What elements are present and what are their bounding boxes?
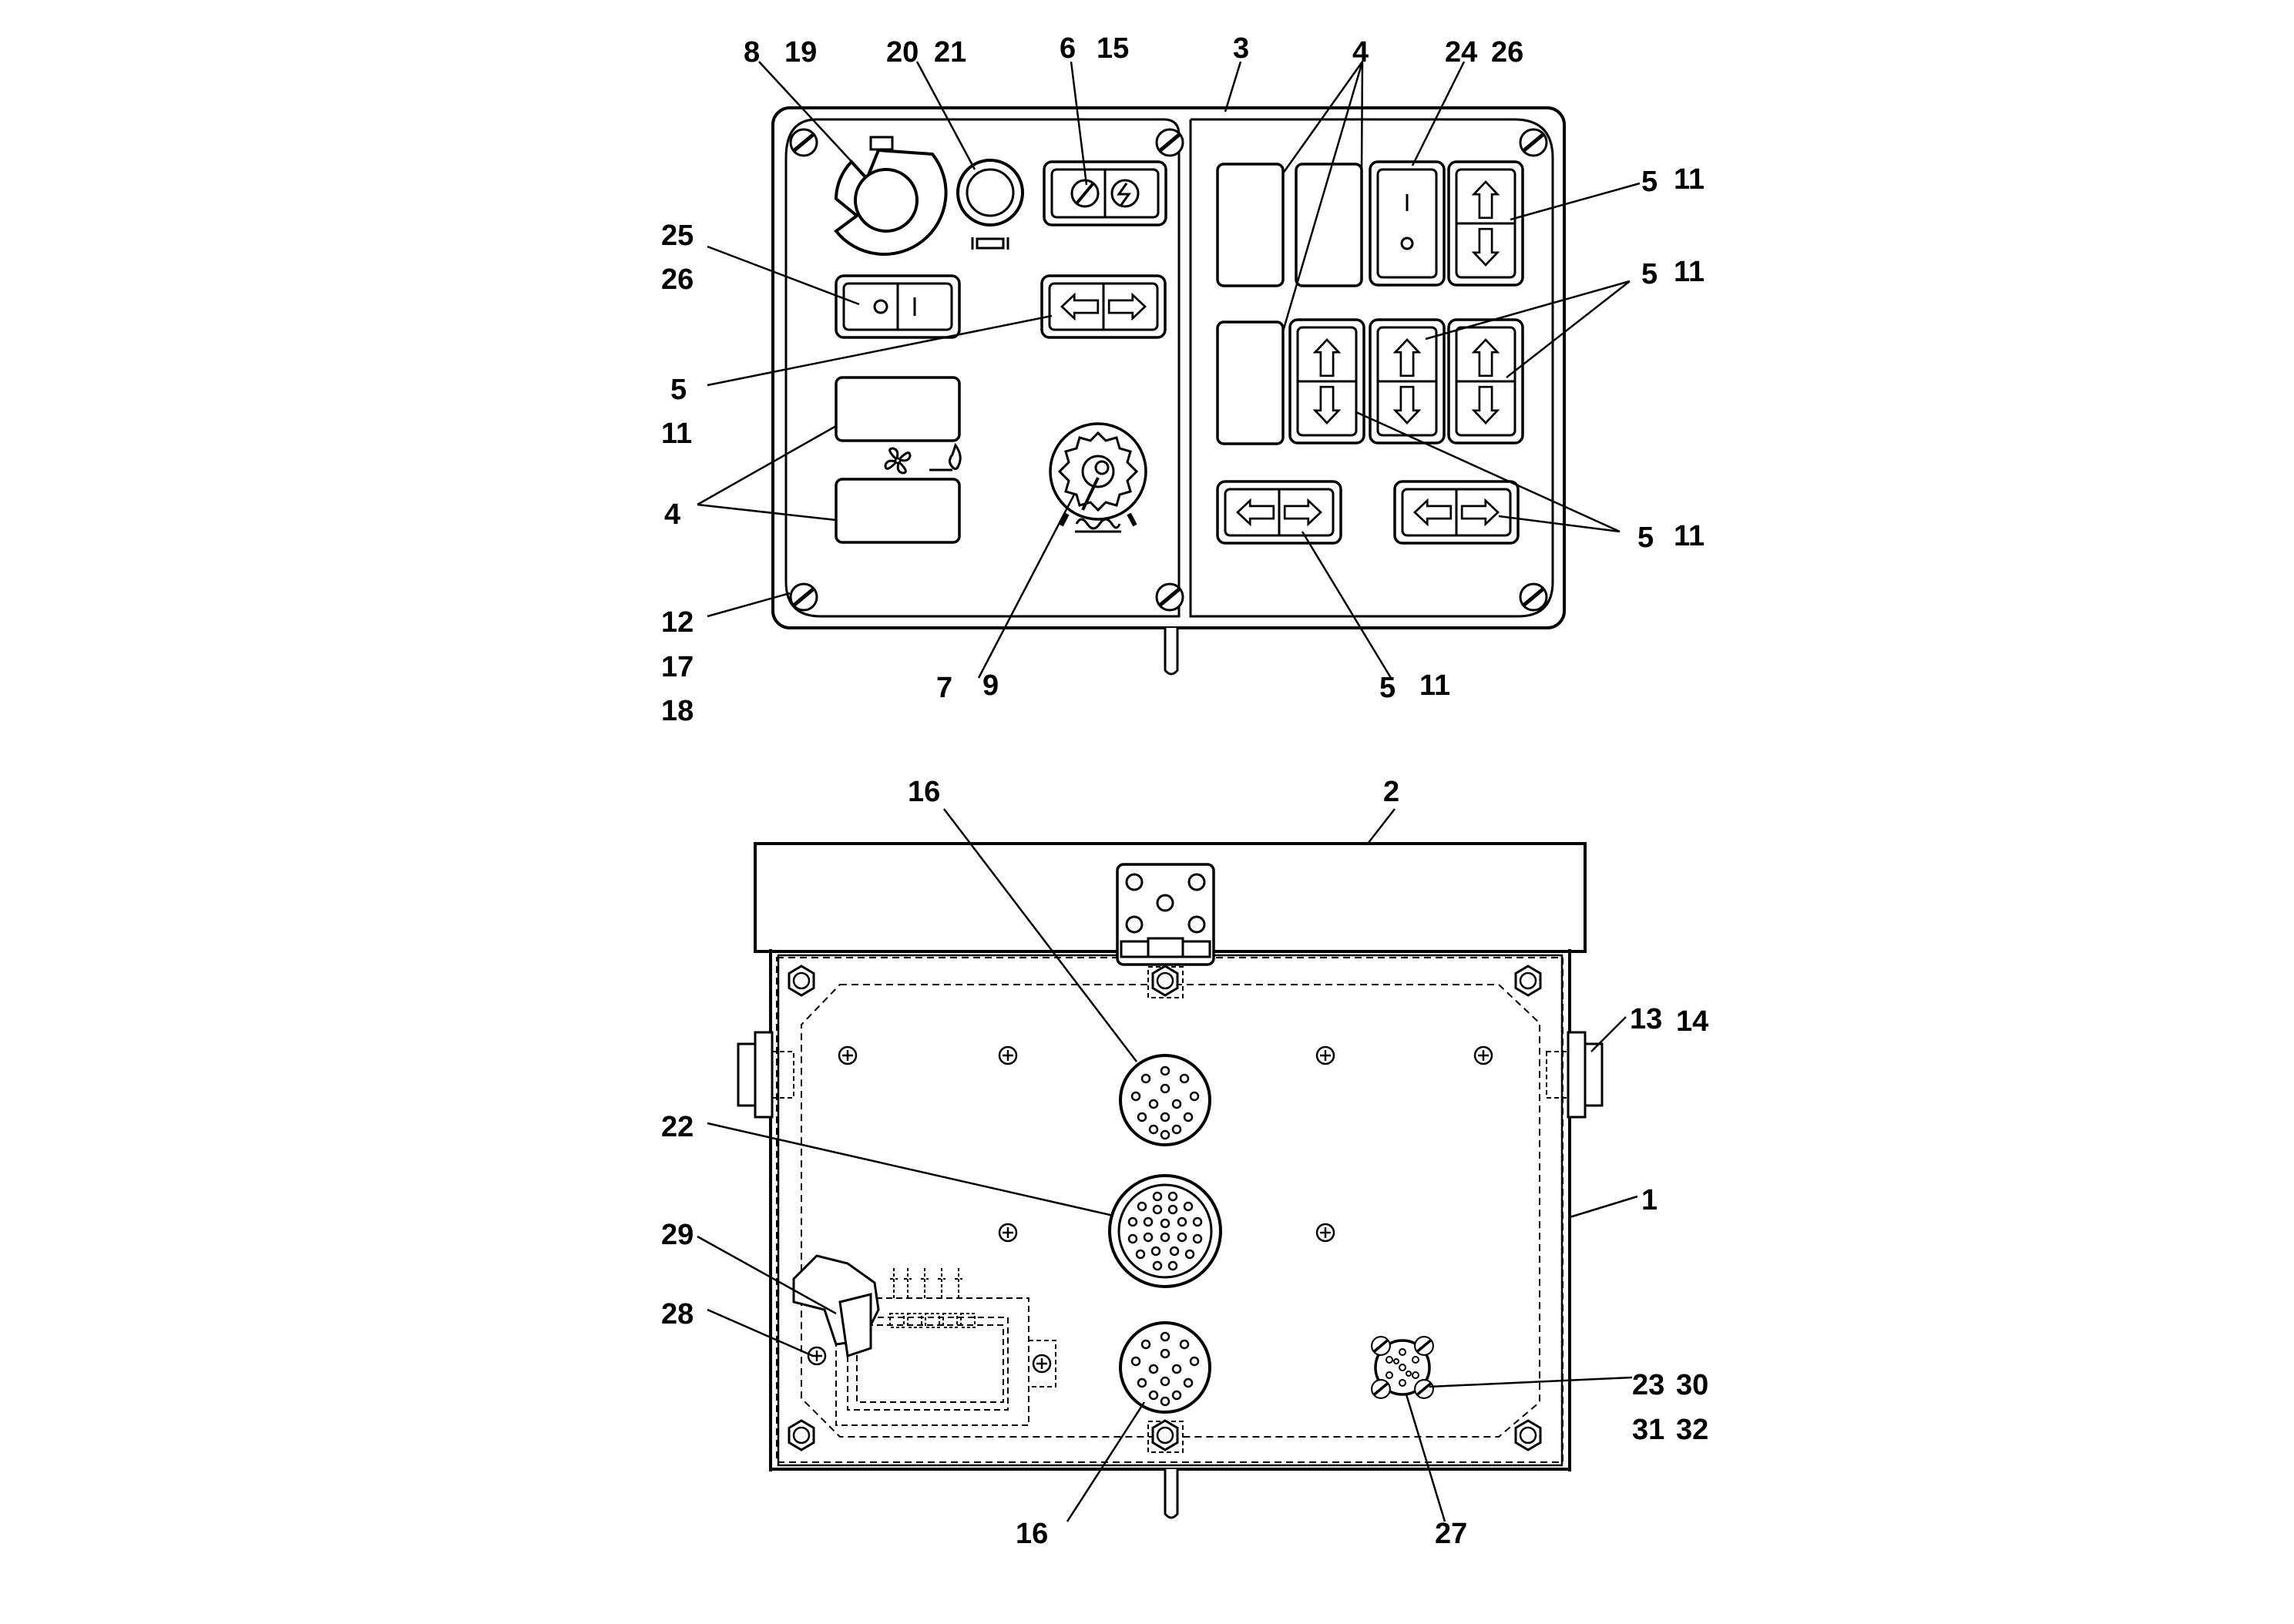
updown-switch-4 — [1447, 318, 1524, 445]
connector-27 — [1370, 1335, 1435, 1400]
leftright-switch-1 — [1040, 274, 1167, 339]
callout: 18 — [661, 695, 694, 727]
callout: 11 — [1674, 520, 1705, 552]
panel-screw — [791, 584, 817, 610]
updown-switch-1 — [1447, 160, 1524, 287]
callout: 4 — [1352, 36, 1369, 69]
leader-lines-back — [697, 808, 1638, 1522]
panel-screw — [791, 129, 817, 156]
callout: 4 — [664, 498, 680, 531]
callout: 22 — [661, 1111, 694, 1143]
heat-wave-icon — [1075, 518, 1121, 530]
callout: 14 — [1676, 1005, 1708, 1038]
callout: 5 — [1641, 258, 1658, 290]
blank-plate — [835, 376, 961, 442]
connector-16-bottom — [1119, 1321, 1211, 1414]
on-off-switch-vertical — [1369, 160, 1446, 287]
flame-icon — [929, 442, 962, 471]
callout: 17 — [661, 651, 694, 683]
light-switch — [1043, 160, 1167, 226]
callout: 6 — [1060, 32, 1076, 65]
connector-22 — [1108, 1174, 1222, 1288]
callout: 1 — [1641, 1184, 1658, 1216]
callout: 23 — [1632, 1369, 1664, 1401]
callout: 15 — [1097, 32, 1129, 65]
blank-plate — [1216, 320, 1285, 445]
callout: 27 — [1435, 1518, 1467, 1550]
fan-icon — [884, 447, 912, 475]
rotary-switch — [1049, 422, 1147, 533]
blank-plate — [1295, 163, 1363, 287]
callout: 26 — [1491, 36, 1523, 69]
callout: 16 — [908, 776, 940, 808]
callout: 26 — [661, 263, 694, 296]
callout: 8 — [744, 36, 760, 69]
lightning-icon — [1110, 179, 1140, 208]
callout: 16 — [1016, 1518, 1048, 1550]
horn-icon — [971, 237, 1009, 250]
callout: 11 — [1674, 163, 1705, 196]
callout: 11 — [1674, 256, 1705, 288]
blank-plate — [835, 478, 961, 544]
callout-labels: 8 19 20 21 6 15 3 4 24 26 5 11 5 11 25 2… — [661, 32, 1708, 1550]
callout: 5 — [670, 374, 687, 406]
callout: 29 — [661, 1219, 694, 1251]
callout: 3 — [1233, 32, 1249, 65]
callout: 31 — [1632, 1414, 1664, 1446]
callout: 11 — [661, 418, 692, 450]
leader-lines-front — [697, 61, 1641, 679]
leftright-switch-2 — [1216, 480, 1342, 545]
callout: 20 — [886, 36, 919, 69]
panel-screw — [1520, 584, 1547, 610]
callout: 9 — [982, 669, 999, 702]
connector-16-top — [1119, 1054, 1211, 1146]
hex-nut — [1151, 1419, 1179, 1451]
callout: 19 — [784, 36, 817, 69]
front-panel — [697, 61, 1641, 679]
panel-screw — [1520, 129, 1547, 156]
hex-nut — [788, 965, 815, 997]
callout: 24 — [1445, 36, 1477, 69]
horn-button — [956, 159, 1024, 250]
callout: 28 — [661, 1298, 694, 1330]
callout: 5 — [1637, 522, 1654, 554]
ignition-lock — [834, 136, 948, 257]
updown-switch-2 — [1288, 318, 1365, 445]
updown-switch-3 — [1369, 318, 1446, 445]
callout: 30 — [1676, 1369, 1708, 1401]
hex-nut — [1514, 965, 1542, 997]
callout: 13 — [1630, 1003, 1662, 1035]
callout: 21 — [934, 36, 966, 69]
leftright-switch-3 — [1393, 480, 1520, 545]
panel-screw — [1157, 584, 1183, 610]
hex-nut — [1514, 1419, 1542, 1451]
callout: 7 — [936, 672, 952, 704]
back-panel — [697, 808, 1638, 1522]
relay-board — [792, 1254, 1056, 1426]
callout: 2 — [1383, 776, 1399, 808]
side-bolt-left — [737, 1031, 794, 1119]
callout: 12 — [661, 606, 694, 639]
callout: 32 — [1676, 1414, 1708, 1446]
callout: 25 — [661, 220, 694, 252]
hex-nut — [1151, 965, 1179, 997]
blank-plate — [1216, 163, 1285, 287]
side-bolt-right — [1546, 1031, 1604, 1119]
callout: 5 — [1641, 166, 1658, 198]
hex-nut — [788, 1419, 815, 1451]
callout: 11 — [1419, 669, 1450, 702]
callout: 5 — [1379, 672, 1396, 704]
on-off-switch-horizontal — [835, 274, 961, 339]
hinge-plate — [1116, 863, 1215, 966]
panel-screw — [1157, 129, 1183, 156]
